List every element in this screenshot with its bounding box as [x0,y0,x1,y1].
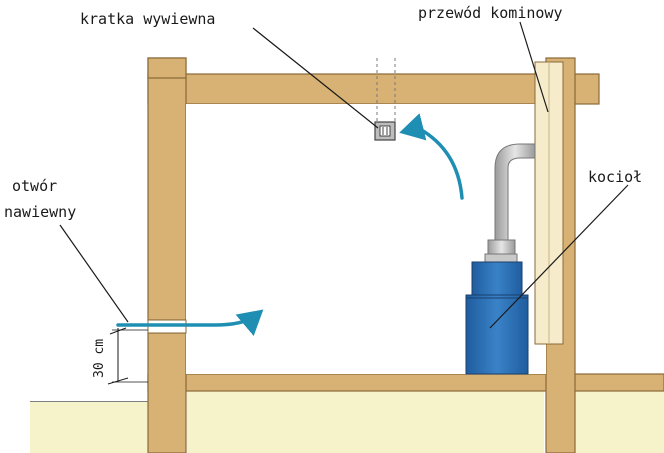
leader-chimney-duct [519,21,549,113]
lower-floor-fill-right [575,390,664,453]
exhaust-airflow-arrow [399,113,464,200]
leader-boiler [489,184,629,329]
ground-hatch [30,402,150,453]
left-wall-upper [147,57,187,321]
boiler-icon [465,261,529,375]
leader-inlet [59,224,129,323]
label-exhaust-grille: kratka wywiewna [80,10,215,28]
wall-top-left [147,57,187,79]
label-dimension: 30 cm [92,339,107,378]
inlet-airflow-arrow [116,309,264,336]
ceiling-slab [147,73,600,105]
label-inlet-line2: nawiewny [4,203,76,221]
label-inlet-line1: otwór [12,177,57,195]
dimension-marker [107,327,148,385]
left-wall-lower [147,332,187,453]
vent-grille-icon [374,121,396,141]
exhaust-duct-dashed [376,58,396,122]
label-chimney-duct: przewód kominowy [418,4,563,22]
lower-floor-fill [187,390,544,453]
flue-pipe [484,143,536,263]
leader-exhaust-grille [252,27,379,129]
floor-slab [147,373,664,392]
label-boiler: kocioł [588,168,642,186]
